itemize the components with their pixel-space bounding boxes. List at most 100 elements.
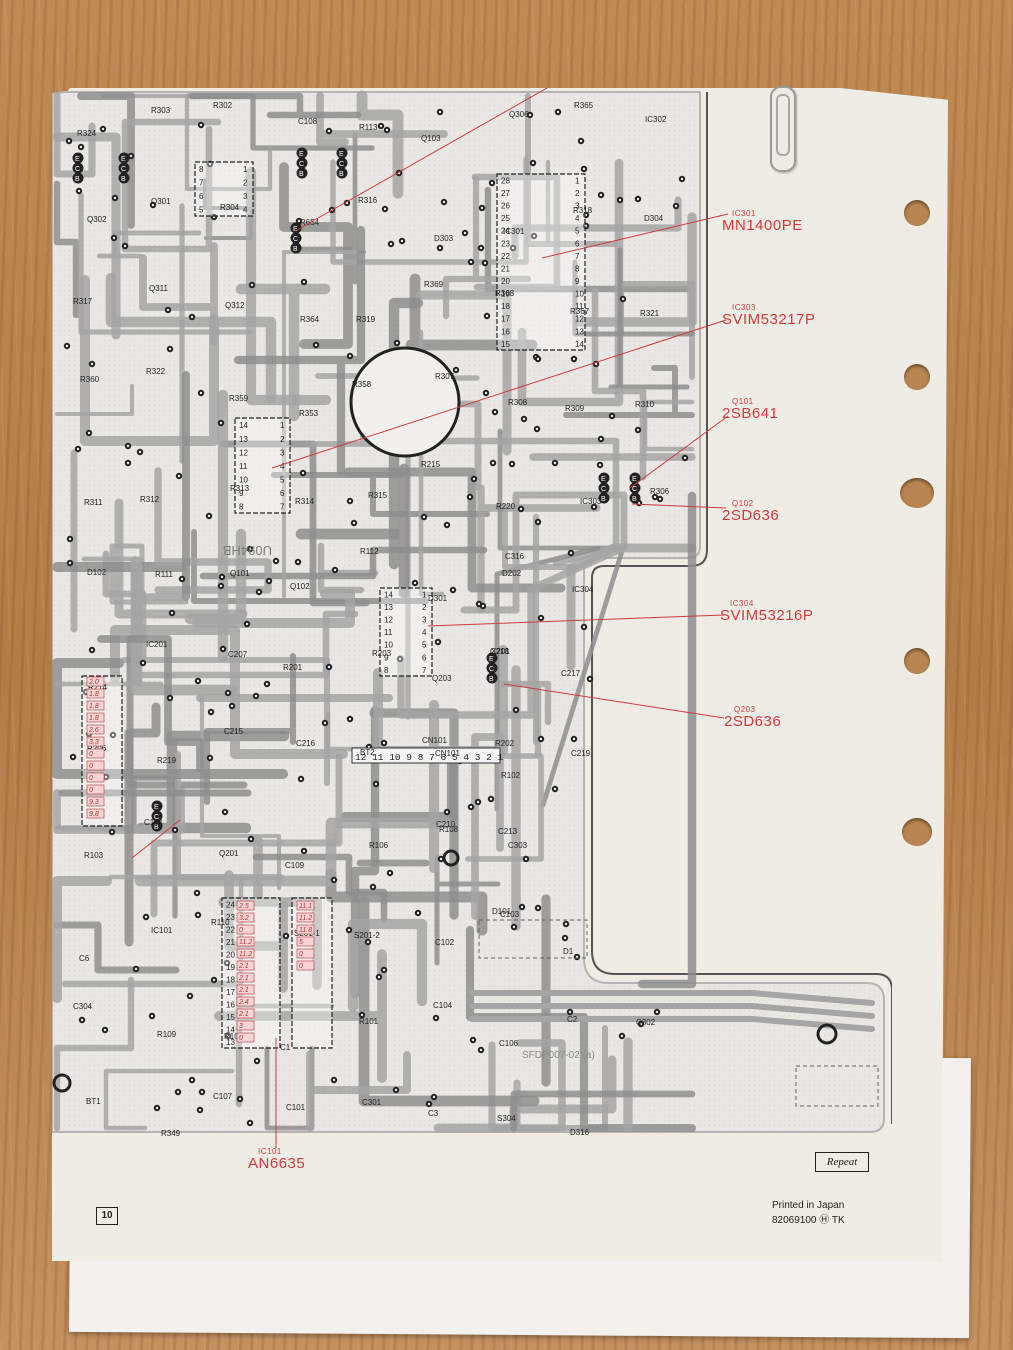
svg-text:9.3: 9.3 [89, 799, 99, 806]
svg-text:C: C [489, 666, 494, 673]
component-label: Q201 [219, 849, 239, 858]
svg-text:7: 7 [575, 252, 580, 261]
svg-text:11.8: 11.8 [299, 927, 312, 934]
component-label: R107 [224, 1032, 244, 1041]
print-info: Printed in Japan 82069100 Ⓗ TK [772, 1198, 845, 1228]
component-label: CN101 [435, 749, 460, 758]
component-label: C1 [280, 1043, 291, 1052]
svg-text:11.2: 11.2 [239, 951, 252, 958]
svg-text:14: 14 [226, 1025, 235, 1034]
svg-text:0: 0 [299, 963, 303, 970]
component-label: R215 [421, 460, 441, 469]
binder-hole [900, 478, 934, 508]
component-label: R203 [372, 649, 392, 658]
component-label: IC303 [580, 497, 602, 506]
component-label: C108 [298, 117, 318, 126]
svg-text:2: 2 [322, 88, 327, 90]
component-label: C213 [498, 827, 518, 836]
svg-text:19: 19 [226, 963, 235, 972]
component-label: R214 [88, 683, 108, 692]
svg-text:2: 2 [422, 603, 427, 612]
svg-text:14: 14 [384, 590, 393, 599]
svg-text:1.8: 1.8 [89, 691, 99, 698]
component-label: C302 [636, 1018, 656, 1027]
component-label: C304 [73, 1002, 93, 1011]
svg-text:19: 19 [501, 290, 510, 299]
component-label: C207 [228, 650, 248, 659]
svg-text:14: 14 [239, 421, 248, 430]
binder-hole [904, 200, 930, 226]
component-label: C6 [79, 954, 90, 963]
component-label: C218 [490, 647, 510, 656]
component-label: C217 [561, 669, 581, 678]
binder-hole [904, 364, 930, 390]
component-label: D102 [87, 568, 107, 577]
component-label: D304 [644, 214, 664, 223]
component-label: D303 [434, 234, 454, 243]
component-label: R367 [570, 307, 590, 316]
svg-text:7: 7 [322, 88, 327, 90]
svg-text:1.8: 1.8 [89, 703, 99, 710]
svg-text:1: 1 [322, 88, 327, 90]
svg-text:9: 9 [575, 277, 580, 286]
component-label: R364 [300, 315, 320, 324]
svg-text:E: E [339, 151, 344, 158]
component-label: R349 [161, 1129, 181, 1138]
component-label: R306 [650, 487, 670, 496]
svg-text:B: B [632, 496, 637, 503]
svg-text:9: 9 [384, 653, 389, 662]
svg-text:4: 4 [422, 628, 427, 637]
svg-text:E: E [489, 656, 494, 663]
cn101-label: CN101 [422, 736, 447, 745]
svg-text:2: 2 [243, 179, 248, 188]
component-label: R319 [356, 315, 376, 324]
component-label: IC302 [645, 115, 667, 124]
svg-text:11: 11 [112, 88, 121, 90]
component-label: R303 [151, 106, 171, 115]
svg-text:6: 6 [575, 239, 580, 248]
svg-text:2.1: 2.1 [238, 1011, 249, 1018]
component-label: D101 [492, 907, 512, 916]
component-label: R309 [565, 404, 585, 413]
svg-text:2.1: 2.1 [238, 987, 249, 994]
svg-text:20: 20 [226, 950, 235, 959]
component-label: R111 [155, 570, 173, 579]
component-label: Q103 [421, 134, 441, 143]
component-label: C301 [362, 1098, 382, 1107]
component-label: R310 [635, 400, 655, 409]
component-label: C3 [428, 1109, 439, 1118]
svg-text:1: 1 [422, 590, 427, 599]
svg-text:21: 21 [226, 938, 235, 947]
component-label: R359 [229, 394, 249, 403]
svg-text:12: 12 [384, 616, 393, 625]
svg-text:7: 7 [112, 88, 117, 90]
svg-text:E: E [121, 156, 126, 163]
svg-text:E: E [75, 156, 80, 163]
component-label: R365 [574, 101, 594, 110]
svg-text:5: 5 [280, 475, 285, 484]
svg-text:3: 3 [575, 202, 580, 211]
component-label: C316 [505, 552, 525, 561]
svg-text:1.8: 1.8 [89, 715, 99, 722]
svg-text:4: 4 [280, 462, 285, 471]
svg-text:6: 6 [322, 88, 327, 90]
component-label: R101 [359, 1017, 379, 1026]
svg-text:25: 25 [501, 214, 510, 223]
component-label: Q312 [225, 301, 245, 310]
svg-text:C: C [299, 161, 304, 168]
svg-text:2.1: 2.1 [238, 975, 249, 982]
svg-text:E: E [299, 151, 304, 158]
svg-text:E: E [632, 476, 637, 483]
svg-text:18: 18 [501, 302, 510, 311]
svg-text:13: 13 [575, 327, 584, 336]
component-label: BT2 [360, 748, 375, 757]
svg-text:1: 1 [243, 165, 248, 174]
component-label: R108 [439, 825, 459, 834]
component-label: R202 [495, 739, 515, 748]
component-label: R220 [496, 502, 516, 511]
component-label: Q203 [432, 674, 452, 683]
svg-text:24: 24 [501, 227, 510, 236]
component-label: R313 [230, 484, 250, 493]
